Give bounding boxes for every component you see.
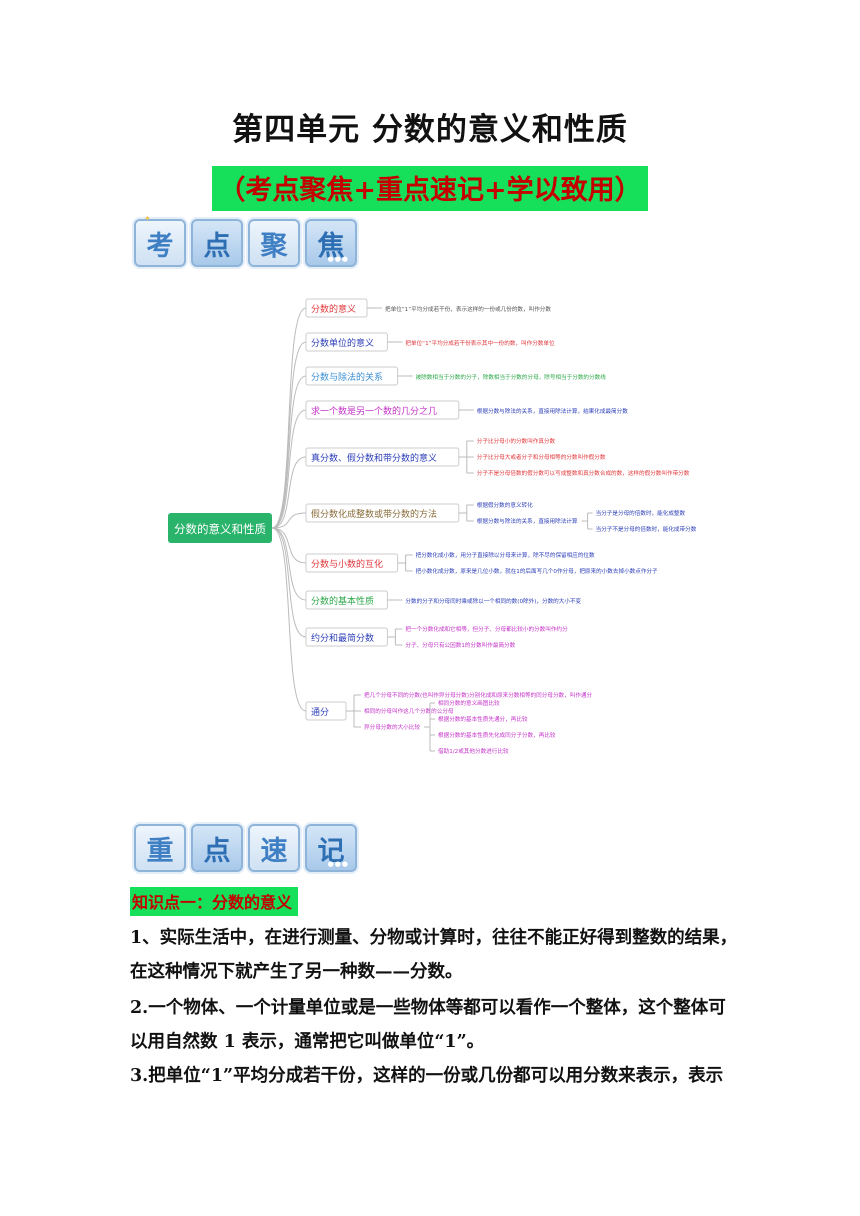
branch-label: 求一个数是另一个数的几分之几	[311, 405, 437, 417]
leaf-text: 相同的分母叫作这几个分数的公分母	[364, 707, 454, 715]
sub-leaf-text: 根据分数的基本性质先化成同分子分数，再比较	[438, 731, 556, 739]
branch-label: 分数与小数的互化	[311, 558, 383, 570]
leaf-text: 根据分数与除法的关系，直接用除法计算	[477, 517, 578, 525]
leaf-text: 把单位“1”平均分成若干份表示其中一份的数，叫作分数单位	[405, 339, 555, 347]
page-subtitle: （考点聚焦+重点速记+学以致用）	[212, 166, 648, 211]
sub-leaf-text: 当分子是分母的倍数时，能化成整数	[596, 509, 686, 517]
connector-line	[271, 527, 307, 712]
connector-line	[271, 527, 307, 564]
banner-tile: 焦●●●	[305, 219, 357, 267]
leaf-text: 分子、分母只有公因数1的分数叫作最简分数	[405, 641, 515, 649]
banner-zhongdian-suji: 重 点 速 记●●●	[134, 824, 357, 872]
leaf-text: 把小数化成分数，原来是几位小数，就在1的后面写几个0作分母，把原来的小数去掉小数…	[416, 567, 658, 575]
banner-tile: 聚	[248, 219, 300, 267]
branch-label: 分数的意义	[311, 303, 356, 315]
branch-label: 约分和最简分数	[311, 632, 374, 644]
leaf-text: 根据假分数的意义转化	[477, 501, 533, 509]
page-title: 第四单元 分数的意义和性质	[232, 112, 628, 148]
banner-tile: 点	[191, 824, 243, 872]
banner-tile: 点	[191, 219, 243, 267]
banner-tile: 重	[134, 824, 186, 872]
dots-decoration: ●●●	[327, 860, 349, 868]
branch-label: 分数单位的意义	[311, 337, 374, 349]
leaf-text: 被除数相当于分数的分子，除数相当于分数的分母，除号相当于分数的分数线	[416, 373, 607, 381]
leaf-text: 分子比分母大或者分子和分母相等的分数叫作假分数	[477, 453, 606, 461]
root-node-label: 分数的意义和性质	[174, 522, 266, 536]
paragraph-line: 1、实际生活中，在进行测量、分物或计算时，往往不能正好得到整数的结果，	[130, 928, 738, 948]
connector-line	[271, 341, 307, 529]
dots-decoration: ●●●	[327, 255, 349, 263]
sub-leaf-text: 根据分数的基本性质先通分，再比较	[438, 715, 528, 723]
leaf-text: 把分数化成小数，用分子直接除以分母来计算，除不尽的保留相应的位数	[416, 551, 595, 559]
leaf-text: 把一个分数化成和它相等，但分子、分母都比较小的分数叫作约分	[405, 625, 568, 633]
banner-tile: 速	[248, 824, 300, 872]
branch-label: 假分数化成整数或带分数的方法	[311, 508, 437, 520]
paragraph-line: 以用自然数 1 表示，通常把它叫做单位“1”。	[130, 1032, 485, 1052]
sub-leaf-text: 当分子不是分母的倍数时，能化成带分数	[596, 525, 697, 533]
paragraph-line: 在这种情况下就产生了另一种数——分数。	[130, 962, 463, 982]
sub-leaf-text: 相同分数的意义画图比较	[438, 699, 500, 707]
sub-leaf-text: 借助1/2或其他分数进行比较	[438, 747, 509, 755]
connector-line	[271, 456, 307, 529]
section-heading: 知识点一：分数的意义	[130, 887, 299, 916]
mind-map: 分数的意义和性质 分数的意义 把单位“1”平均分成若干份，表示这样的一份或几份的数，…	[168, 298, 697, 755]
leaf-text: 异分母分数的大小比较	[364, 723, 420, 731]
leaf-text: 分子不是分母倍数的假分数可以写成整数和真分数合成的数，这样的假分数叫作带分数	[477, 469, 690, 477]
paragraph-line: 2.一个物体、一个计量单位或是一些物体等都可以看作一个整体，这个整体可	[130, 998, 726, 1018]
branch-label: 分数与除法的关系	[311, 371, 383, 383]
branch-label: 通分	[311, 707, 329, 718]
leaf-text: 把单位“1”平均分成若干份，表示这样的一份或几份的数，叫作分数	[385, 305, 551, 313]
banner-tile: ✦考	[134, 214, 186, 267]
branch-label: 分数的基本性质	[311, 595, 374, 607]
connector-line	[271, 527, 307, 638]
leaf-text: 分子比分母小的分数叫作真分数	[477, 437, 556, 445]
connector-line	[271, 512, 307, 529]
banner-tile: 记●●●	[305, 824, 357, 872]
connector-line	[271, 375, 307, 529]
root-node	[168, 513, 272, 543]
connector-line	[271, 527, 307, 601]
leaf-text: 根据分数与除法的关系，直接用除法计算，结果化成最简分数	[477, 407, 628, 415]
paragraph-line: 3.把单位“1”平均分成若干份，这样的一份或几份都可以用分数来表示，表示	[130, 1066, 724, 1086]
connector-line	[271, 409, 307, 529]
leaf-text: 分数的分子和分母同时乘或除以一个相同的数(0除外)，分数的大小不变	[405, 597, 581, 605]
banner-kaodian-jujiao: ✦考 点 聚 焦●●●	[134, 214, 357, 267]
branch-label: 真分数、假分数和带分数的意义	[311, 452, 437, 464]
leaf-text: 把几个分母不同的分数(也叫作异分母分数)分别化成和原来分数相等的同分母分数，叫作…	[364, 691, 593, 699]
connector-line	[271, 307, 307, 529]
star-icon: ✦	[144, 214, 151, 223]
